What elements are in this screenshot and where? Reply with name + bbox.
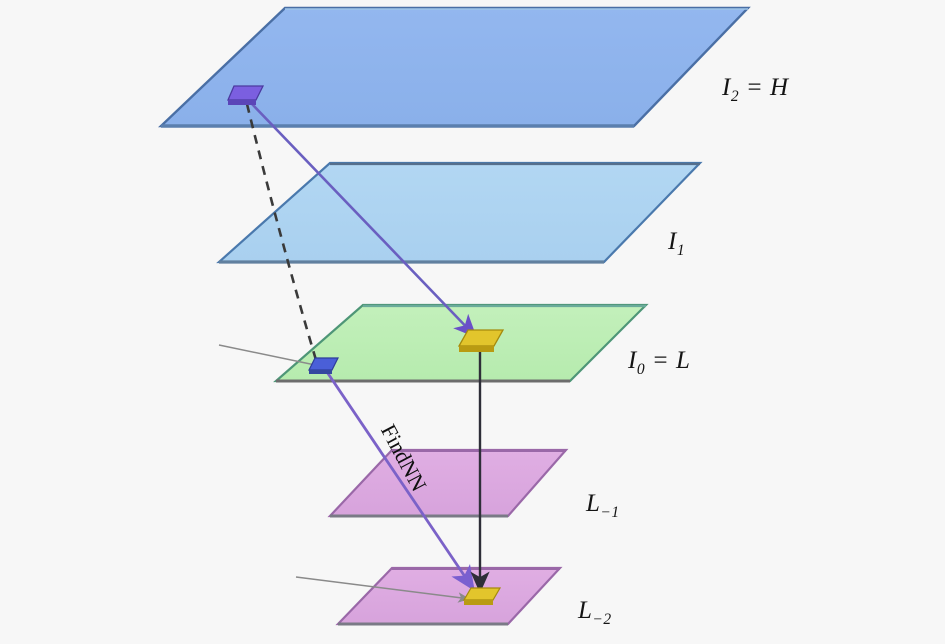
plane-label-Lm1-letter: L (586, 490, 601, 517)
purple-match-arrow (251, 103, 477, 338)
patch-bottom-yellow-side (464, 600, 493, 605)
plane-label-I0-equals: = L (651, 347, 691, 374)
plane-label-Lm2-letter: L (578, 597, 593, 624)
plane-label-Lm2: L−2 (578, 597, 612, 629)
plane-label-Lm1: L−1 (586, 490, 620, 522)
plane-I2 (157, 6, 751, 128)
plane-label-I0-sub: 0 (636, 361, 646, 378)
plane-label-Lm2-sub: −2 (592, 611, 612, 628)
patch-green-blue (308, 357, 339, 374)
leader-line-bottom-patch (295, 576, 471, 603)
patch-top-purple-face (227, 85, 265, 101)
patch-bottom-yellow-face (462, 587, 502, 601)
plane-label-I2-sub: 2 (730, 88, 740, 105)
plane-I1-surface (216, 161, 703, 264)
plane-label-I1-letter: I (668, 228, 677, 255)
plane-label-I2: I2 = H (722, 74, 789, 106)
plane-label-I1-sub: 1 (676, 242, 686, 259)
leader-line-green-patch (218, 344, 321, 367)
plane-Lm1 (327, 448, 569, 518)
findnn-arrow (325, 371, 476, 592)
plane-label-I2-letter: I (722, 74, 731, 101)
plane-label-I1: I1 (668, 228, 685, 260)
patch-green-blue-side (309, 370, 332, 374)
patch-bottom-yellow (462, 587, 502, 605)
patch-green-yellow-side (459, 346, 494, 352)
patch-top-purple (227, 85, 265, 105)
plane-label-Lm1-sub: −1 (600, 504, 620, 521)
patch-top-purple-side (228, 100, 256, 105)
plane-label-I0: I0 = L (628, 347, 690, 379)
dashed-correspondence-line (245, 103, 318, 361)
plane-I1 (216, 161, 703, 264)
plane-label-I0-letter: I (628, 347, 637, 374)
plane-Lm1-surface (327, 448, 569, 518)
patch-green-yellow (457, 329, 505, 352)
plane-label-I2-equals: = H (745, 74, 789, 101)
